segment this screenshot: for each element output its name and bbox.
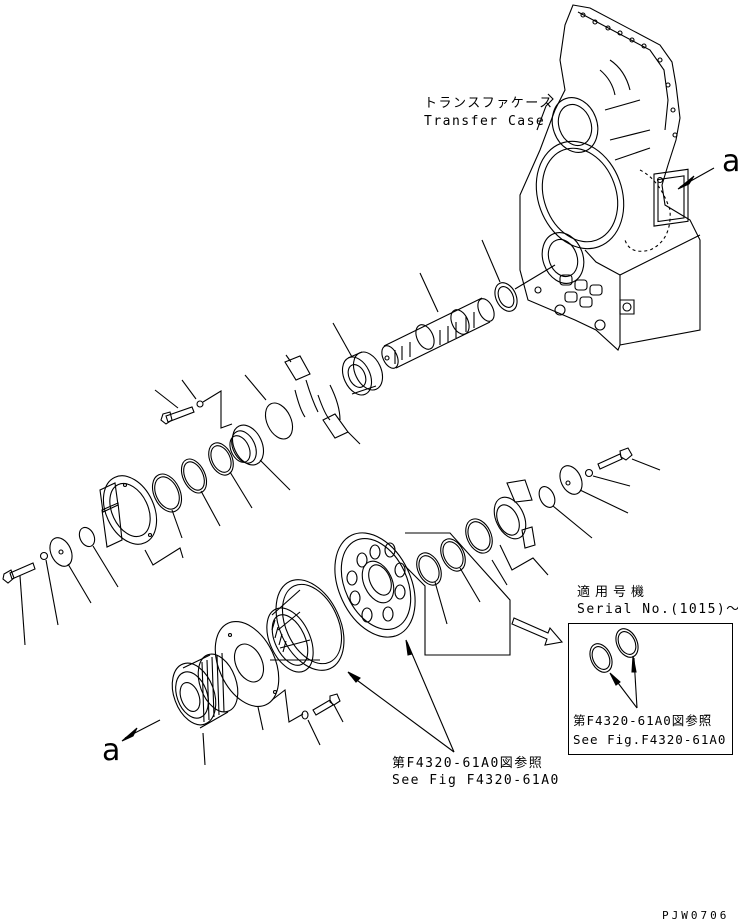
gasket-plate [203,611,303,730]
o-ring-upper [245,375,298,443]
snap-ring-set [285,355,360,444]
lock-washer-left [41,553,59,626]
seal-rings-center [405,515,510,655]
washer-lower [302,711,320,745]
bolt-left [3,563,35,645]
flange-coupling-right [488,480,548,575]
leader-transfer-case [537,94,553,130]
drawing-code: PJW0706 [662,909,730,922]
reference-note-en: See Fig F4320-61A0 [392,773,560,788]
view-arrow-bottom [122,720,160,741]
inset-rings [586,625,643,708]
view-marker-bottom: a [102,733,121,768]
transfer-case-label-en: Transfer Case [424,114,546,129]
view-marker-top: a [722,144,738,179]
serial-header-en: Serial No.(1015)～ [577,602,738,617]
leader-ref-main [348,640,454,752]
o-ring-right [536,484,592,538]
bolt-right [598,448,660,470]
hollow-arrow [512,618,562,645]
input-shaft [379,273,498,371]
serial-header-jp: 適用号機 [577,585,650,600]
transfer-case-housing [520,5,700,350]
reference-note-jp: 第F4320-61A0図参照 [392,756,544,771]
washer-upper [182,380,232,428]
inset-reference-jp: 第F4320-61A0図参照 [573,713,713,728]
bolt-upper [155,390,194,424]
bearing-nut [226,420,290,490]
seal-ring [482,240,555,315]
bearing [333,323,388,400]
flange-coupling-left [93,467,183,565]
view-arrow-top [678,168,714,189]
serial-inset-box [568,623,733,755]
seal-rings-left [147,439,252,538]
pump-cover [319,520,431,650]
bolt-lower [313,694,343,722]
port-bosses [535,275,605,330]
transfer-case-label-jp: トランスファケース [424,96,554,111]
plate-washer-left [46,534,91,603]
plate-washer-right [556,462,628,513]
pump-body [258,569,358,681]
o-ring-left [76,525,118,587]
inset-reference-en: See Fig.F4320-61A0 [573,732,727,747]
roller-bearing [164,649,245,765]
lock-washer-right [586,470,631,487]
